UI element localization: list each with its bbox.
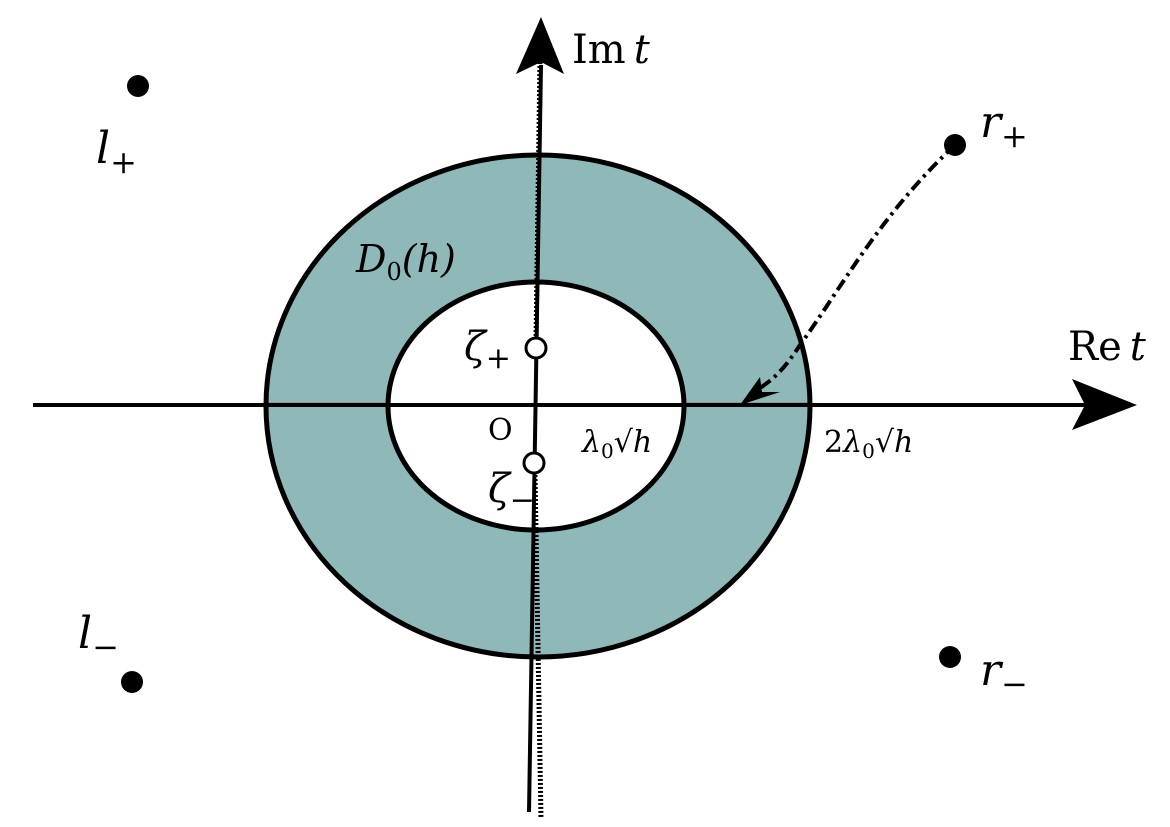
- zeta-minus-label: ζ−: [488, 466, 535, 518]
- inner-circle: [385, 279, 687, 533]
- l-minus-label: l−: [78, 608, 119, 666]
- domain-label: D0(h): [355, 237, 456, 286]
- dash-dot-arrowhead: [740, 377, 780, 405]
- l-plus-label: l+: [96, 123, 137, 181]
- r-minus-point: [939, 646, 961, 668]
- zeta-plus-point: [524, 336, 548, 360]
- outer-circle: [263, 152, 813, 660]
- zeta-minus-point: [522, 451, 546, 475]
- annulus-domain-D0: [266, 155, 810, 657]
- dash-dot-path: [758, 143, 957, 390]
- zeta-plus-label: ζ+: [464, 324, 511, 376]
- branch-cut-upper: [533, 59, 543, 341]
- origin-label: O: [488, 413, 513, 448]
- r-plus-label: r+: [980, 97, 1028, 155]
- imaginary-axis: [527, 64, 543, 813]
- real-axis-arrowhead: [1072, 379, 1137, 430]
- l-minus-point: [121, 671, 143, 693]
- r-plus-point: [944, 134, 966, 156]
- r-minus-label: r−: [980, 645, 1028, 703]
- l-plus-point: [127, 75, 149, 97]
- imaginary-axis-arrowhead: [516, 17, 564, 74]
- inner-radius-label: λ0√h: [581, 425, 652, 463]
- outer-radius-label: 2λ0√h: [824, 425, 913, 463]
